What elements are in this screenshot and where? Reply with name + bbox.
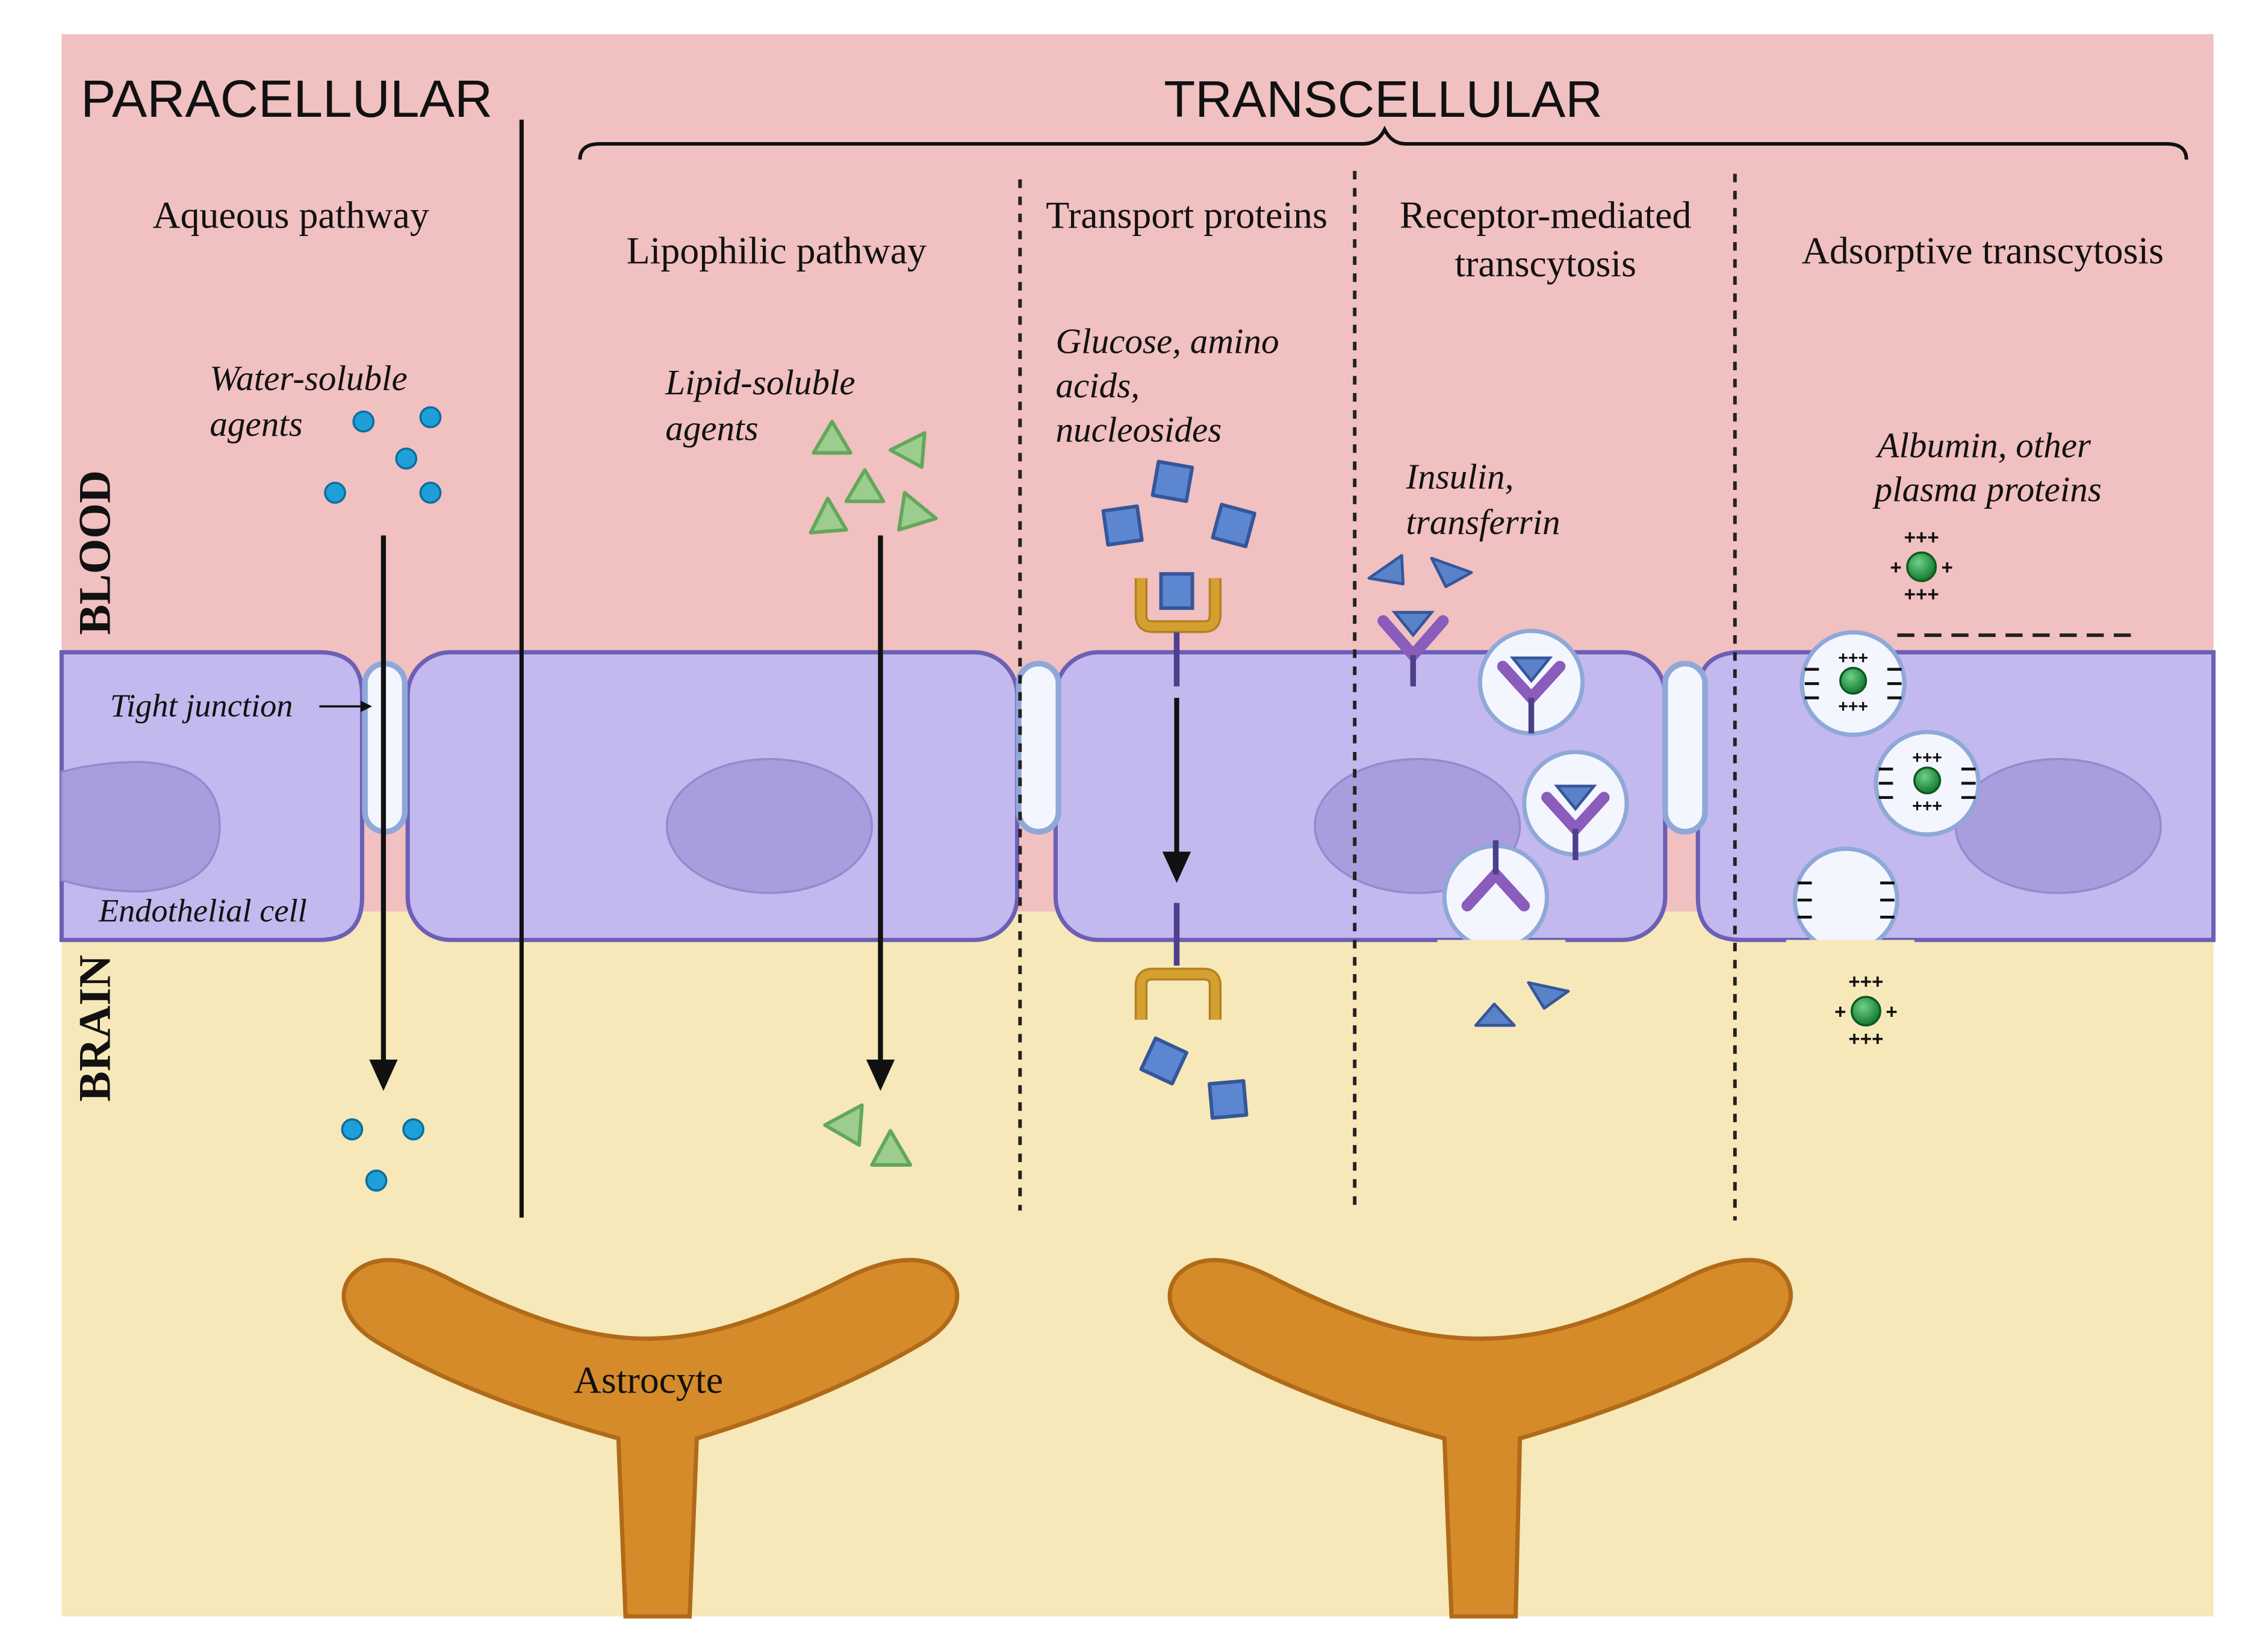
brain-region bbox=[61, 911, 2214, 1616]
insulin-ligand bbox=[1367, 554, 1405, 586]
label-brain: BRAIN bbox=[70, 955, 120, 1102]
water-molecule bbox=[419, 482, 442, 504]
header-transcellular: TRANSCELLULAR bbox=[1164, 71, 1603, 128]
water-molecule bbox=[341, 1118, 364, 1141]
astrocyte-2 bbox=[1167, 1258, 1793, 1619]
svg-text:+++: +++ bbox=[1848, 971, 1883, 993]
header-paracellular: PARACELLULAR bbox=[81, 69, 492, 128]
transporter-bottom bbox=[1134, 967, 1222, 1020]
glucose-molecule bbox=[1207, 1079, 1249, 1120]
svg-text:+++: +++ bbox=[1838, 697, 1868, 716]
lipid-molecules bbox=[809, 420, 938, 1167]
vesicle-receptor-1 bbox=[1477, 629, 1585, 736]
svg-text:+: + bbox=[1886, 1001, 1897, 1023]
water-molecule bbox=[324, 482, 346, 504]
lipid-molecule bbox=[897, 491, 938, 532]
agent-insulin-line1: Insulin, bbox=[1405, 456, 1514, 496]
agent-lipid-line2: agents bbox=[665, 408, 758, 448]
agent-glucose-line2: acids, bbox=[1055, 365, 1140, 405]
tight-junctions bbox=[362, 660, 1708, 835]
svg-text:+: + bbox=[1834, 1001, 1846, 1023]
water-molecule bbox=[352, 410, 375, 433]
lipid-molecule bbox=[870, 1129, 913, 1167]
glucose-molecule bbox=[1211, 503, 1256, 548]
arrow-transport-head bbox=[1162, 851, 1191, 883]
agent-glucose-line1: Glucose, amino bbox=[1055, 321, 1279, 361]
vesicle-adsorptive-3-clip bbox=[1786, 940, 1914, 954]
svg-text:+++: +++ bbox=[1848, 1028, 1883, 1050]
vesicle-adsorptive-1: +++ +++ bbox=[1799, 630, 1907, 738]
title-aqueous-pathway: Aqueous pathway bbox=[153, 193, 429, 236]
water-molecule bbox=[419, 406, 442, 429]
agent-insulin-line2: transferrin bbox=[1406, 502, 1560, 542]
vesicle-adsorptive-3 bbox=[1792, 846, 1900, 954]
vesicle-receptor-2 bbox=[1522, 750, 1629, 860]
svg-text:+++: +++ bbox=[1904, 583, 1939, 606]
glucose-molecule bbox=[1101, 504, 1144, 547]
glucose-molecule bbox=[1150, 459, 1194, 503]
title-receptor-line2: transcytosis bbox=[1455, 242, 1636, 285]
svg-text:+: + bbox=[1890, 556, 1901, 579]
water-molecule bbox=[402, 1118, 424, 1141]
svg-text:+++: +++ bbox=[1912, 796, 1942, 816]
albumin-particle-blood: +++ +++ + + bbox=[1890, 527, 1953, 606]
agent-water-line1: Water-soluble bbox=[210, 358, 407, 398]
tight-junction-pointer-head bbox=[361, 700, 373, 712]
agent-albumin-line2: plasma proteins bbox=[1872, 470, 2102, 509]
transcellular-brace bbox=[578, 125, 2188, 160]
tight-junction-2 bbox=[1016, 660, 1061, 835]
svg-text:+++: +++ bbox=[1904, 527, 1939, 549]
lipid-molecule bbox=[812, 420, 852, 455]
arrow-aqueous-head bbox=[369, 1059, 398, 1091]
nucleus-1 bbox=[60, 760, 221, 893]
water-molecule bbox=[395, 447, 418, 470]
water-molecule bbox=[365, 1169, 388, 1192]
svg-text:+: + bbox=[1942, 556, 1953, 579]
receptor-surface bbox=[1377, 610, 1449, 687]
water-molecules bbox=[324, 406, 442, 1192]
lipid-molecule bbox=[823, 1103, 864, 1147]
agent-lipid-line1: Lipid-soluble bbox=[665, 362, 855, 402]
albumin-particle-brain: +++ +++ + + bbox=[1834, 971, 1898, 1051]
lipid-molecule bbox=[809, 496, 848, 535]
label-blood: BLOOD bbox=[70, 470, 120, 635]
nucleus-2 bbox=[665, 758, 874, 894]
lipid-molecule bbox=[889, 431, 927, 469]
title-adsorptive-transcytosis: Adsorptive transcytosis bbox=[1802, 229, 2164, 272]
agent-water-line2: agents bbox=[210, 404, 302, 444]
svg-text:+++: +++ bbox=[1838, 648, 1868, 668]
arrow-lipophilic-head bbox=[866, 1059, 895, 1091]
title-transport-proteins: Transport proteins bbox=[1046, 193, 1327, 236]
label-endothelial-cell: Endothelial cell bbox=[98, 892, 307, 928]
agent-albumin-line1: Albumin, other bbox=[1875, 425, 2091, 465]
insulin-ligand bbox=[1527, 981, 1570, 1010]
svg-text:+++: +++ bbox=[1912, 748, 1942, 768]
dashed-dividers bbox=[1018, 170, 1737, 1221]
glucose-molecule bbox=[1139, 1036, 1188, 1085]
pathway-arrows bbox=[380, 535, 1179, 1066]
lipid-molecule bbox=[844, 468, 886, 503]
label-astrocyte: Astrocyte bbox=[574, 1358, 723, 1401]
astrocyte-1 bbox=[341, 1258, 960, 1619]
title-lipophilic-pathway: Lipophilic pathway bbox=[627, 229, 927, 272]
vesicle-adsorptive-2: +++ +++ bbox=[1874, 730, 1981, 837]
transporter-top bbox=[1134, 572, 1222, 633]
title-receptor-line1: Receptor-mediated bbox=[1400, 193, 1692, 236]
insulin-ligands bbox=[1367, 554, 1570, 1027]
insulin-ligand bbox=[1430, 556, 1473, 588]
insulin-ligand bbox=[1474, 1002, 1516, 1027]
vesicle-receptor-3-clip bbox=[1437, 940, 1566, 954]
transport-molecules bbox=[1101, 459, 1256, 1120]
tight-junction-3 bbox=[1662, 660, 1708, 835]
agent-glucose-line3: nucleosides bbox=[1055, 409, 1222, 449]
nucleus-4 bbox=[1954, 758, 2162, 894]
label-tight-junction: Tight junction bbox=[110, 688, 293, 724]
